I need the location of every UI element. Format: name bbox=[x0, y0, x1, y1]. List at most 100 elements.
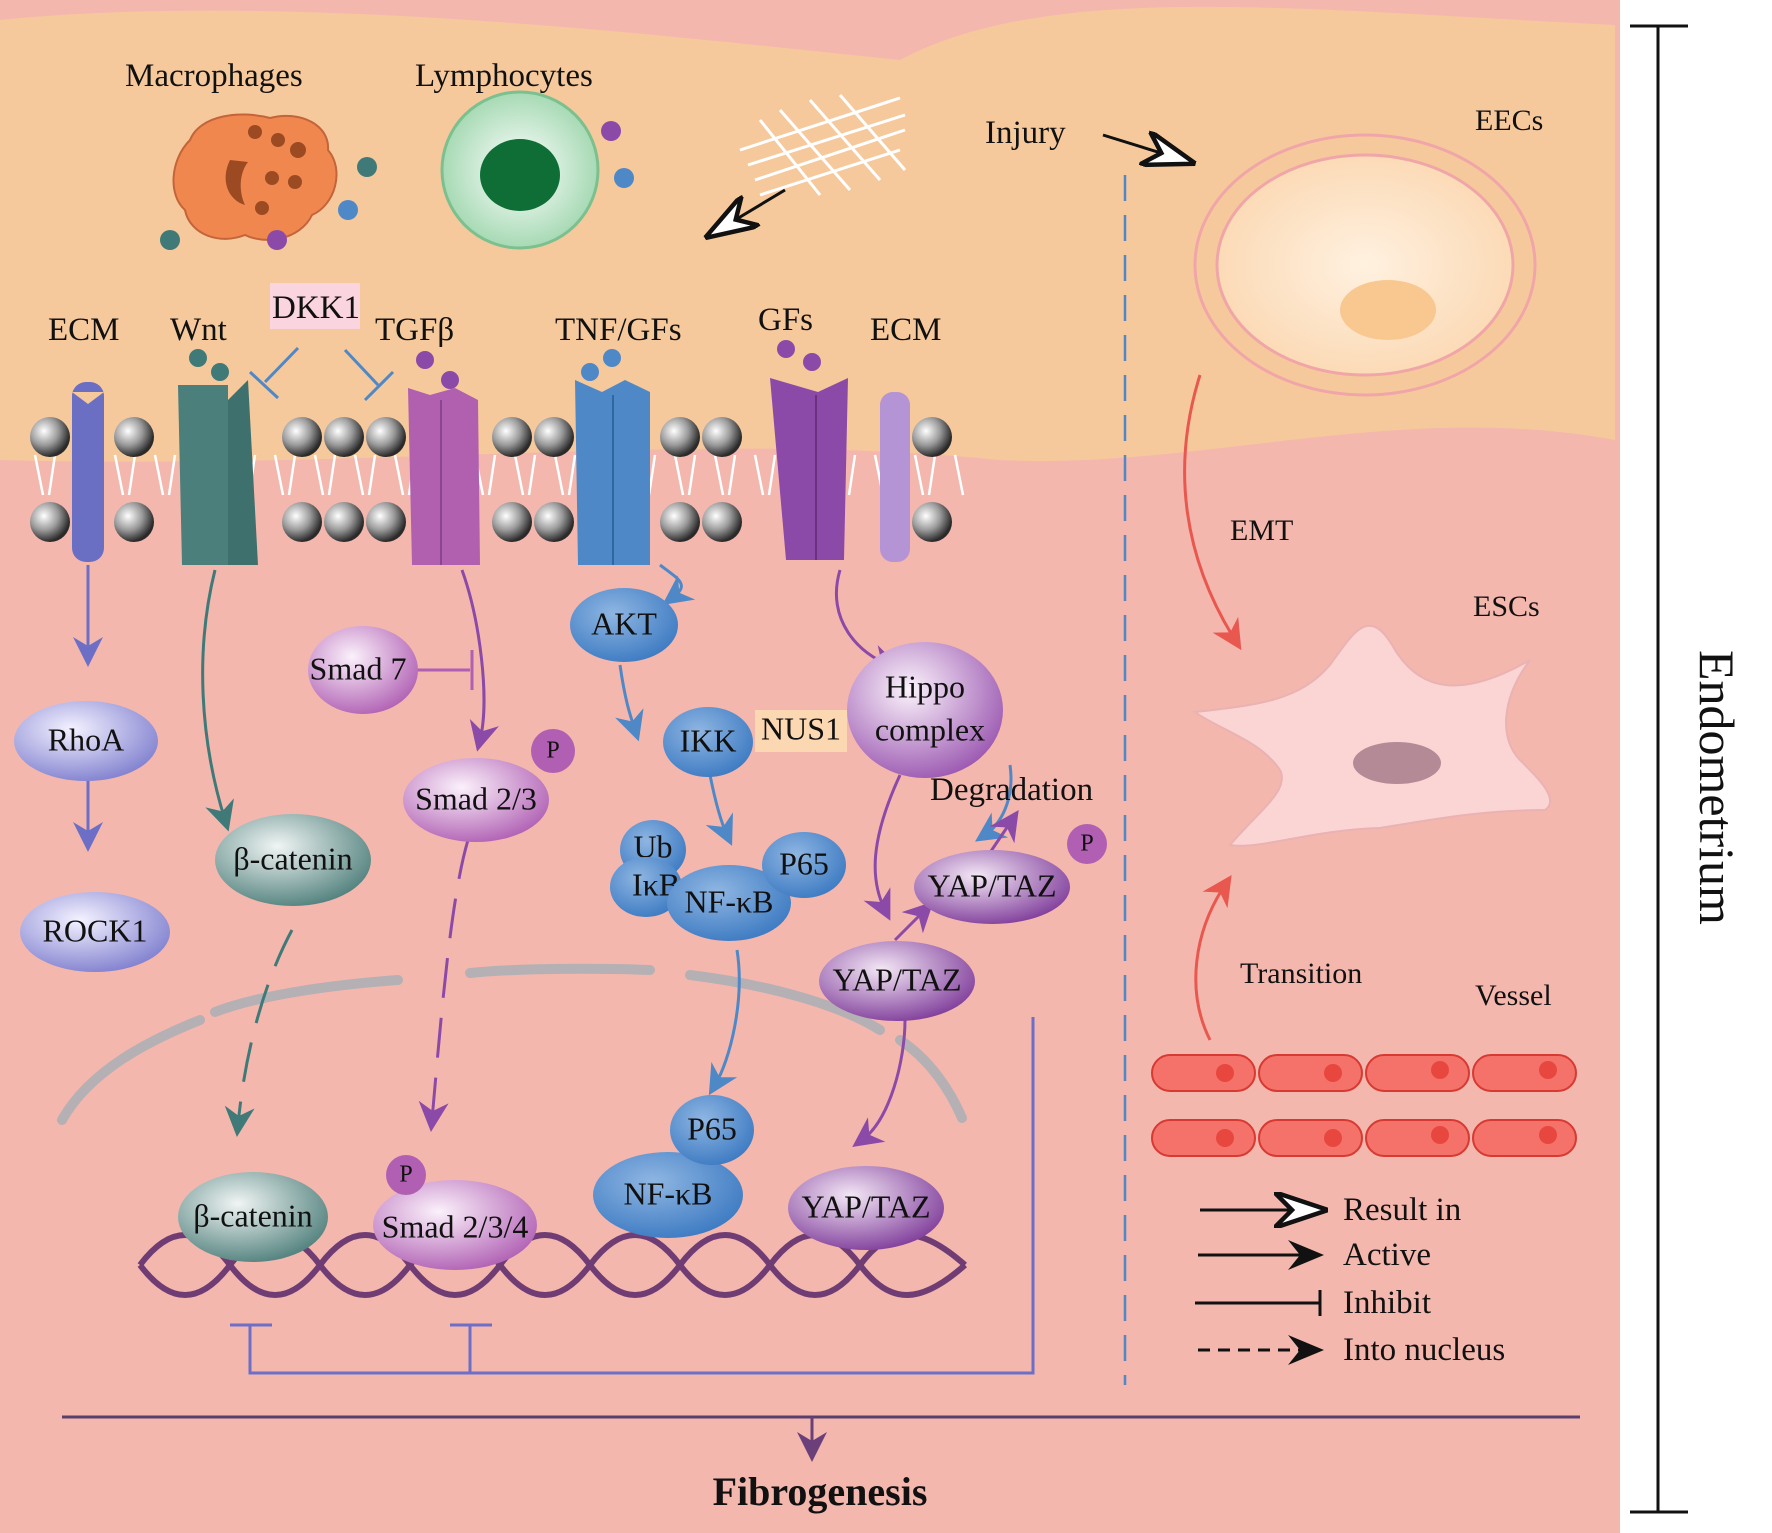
p-smad23-text: P bbox=[546, 738, 559, 764]
nus1-box bbox=[755, 710, 847, 752]
node-nfkb-nucleus: NF-κB bbox=[593, 1152, 743, 1238]
arrow-ikk-nfkb bbox=[705, 774, 733, 846]
membrane-bead bbox=[282, 417, 322, 457]
node-p65-nucleus: P65 bbox=[670, 1095, 754, 1165]
nuclear-envelope bbox=[57, 963, 967, 1125]
arrow-bcatenin-nucleus bbox=[224, 929, 294, 1137]
transition-label: Transition bbox=[1240, 957, 1362, 990]
membrane-bead bbox=[912, 417, 952, 457]
node-phospho-yap: P bbox=[1067, 824, 1107, 864]
membrane-bead bbox=[534, 417, 574, 457]
arrow-yap-nucleus bbox=[852, 1019, 907, 1147]
node-rock1: ROCK1 bbox=[20, 892, 170, 972]
legend: Result in Active Inhibit Into nucleus bbox=[1195, 1192, 1505, 1368]
endometrium-label: Endometrium bbox=[1689, 650, 1745, 925]
fibrogenesis-label: Fibrogenesis bbox=[713, 1469, 928, 1514]
transition-arrow bbox=[1194, 875, 1232, 1041]
membrane-bead bbox=[282, 502, 322, 542]
node-smad7: Smad 7 bbox=[308, 626, 418, 714]
complex-text: complex bbox=[875, 711, 985, 747]
membrane-bead bbox=[324, 417, 364, 457]
degradation-label: Degradation bbox=[930, 772, 1093, 808]
dkk1-label: DKK1 bbox=[272, 290, 360, 326]
node-ikb: IκB bbox=[610, 857, 682, 917]
node-phospho-smad234: P bbox=[386, 1155, 426, 1195]
legend-inhibit-label: Inhibit bbox=[1343, 1285, 1431, 1321]
membrane-bead bbox=[660, 417, 700, 457]
injury-arrow-right bbox=[1102, 135, 1190, 162]
feedback-line bbox=[248, 1017, 1035, 1375]
wnt-receptor bbox=[178, 380, 258, 565]
nfkb-cyto-text: NF-κB bbox=[684, 883, 773, 919]
membrane-bead bbox=[114, 502, 154, 542]
ecm-label-left: ECM bbox=[48, 312, 120, 348]
node-rhoa: RhoA bbox=[14, 701, 158, 781]
endometrium-bracket bbox=[1630, 24, 1688, 1514]
vessel-label: Vessel bbox=[1475, 979, 1552, 1012]
node-smad23: Smad 2/3 bbox=[403, 758, 549, 842]
dkk1-inhibition bbox=[248, 346, 395, 402]
node-nfkb-cyto: NF-κB bbox=[667, 865, 791, 941]
upper-tissue bbox=[0, 6, 1615, 462]
injury-label: Injury bbox=[985, 115, 1066, 151]
tgfb-label: TGFβ bbox=[375, 312, 454, 348]
membrane-upper-layer bbox=[30, 417, 952, 457]
p65-nucleus-text: P65 bbox=[687, 1110, 737, 1146]
rock1-text: ROCK1 bbox=[43, 912, 148, 948]
macrophages-label: Macrophages bbox=[125, 58, 303, 94]
arrow-nus1-nfkb bbox=[975, 764, 1013, 842]
arrow-smad23-nucleus bbox=[418, 839, 470, 1132]
node-yap-nucleus: YAP/TAZ bbox=[788, 1166, 944, 1250]
legend-active-label: Active bbox=[1343, 1237, 1431, 1273]
membrane-lower-layer bbox=[30, 502, 952, 542]
membrane-bead bbox=[702, 417, 742, 457]
membrane-bead bbox=[30, 502, 70, 542]
arrow-tnf-akt bbox=[659, 563, 696, 606]
legend-result-label: Result in bbox=[1343, 1192, 1461, 1228]
smad7-text: Smad 7 bbox=[310, 650, 407, 686]
yap-phospho-text: YAP/TAZ bbox=[928, 867, 1057, 903]
eec-cell bbox=[1193, 133, 1537, 397]
escs-label: ESCs bbox=[1473, 590, 1540, 623]
membrane-bead bbox=[534, 502, 574, 542]
bcatenin-nucleus-text: β-catenin bbox=[193, 1197, 312, 1233]
cytokine-dots bbox=[160, 121, 634, 250]
vessel-cells bbox=[1151, 1054, 1577, 1157]
membrane-bead bbox=[366, 502, 406, 542]
arrow-tgfb-smad23 bbox=[460, 569, 499, 752]
node-bcatenin-nucleus: β-catenin bbox=[178, 1172, 328, 1262]
dkk1-box bbox=[270, 283, 360, 329]
ecm-receptor-right bbox=[880, 392, 910, 562]
bcatenin-cyto-text: β-catenin bbox=[233, 840, 352, 876]
membrane-bead bbox=[324, 502, 364, 542]
esc-cell bbox=[1192, 624, 1552, 847]
eecs-label: EECs bbox=[1475, 104, 1543, 137]
membrane-bead bbox=[660, 502, 700, 542]
injury-mesh bbox=[739, 94, 907, 197]
emt-arrow bbox=[1183, 374, 1242, 651]
p-smad234-text: P bbox=[399, 1162, 412, 1188]
yap-nucleus-text: YAP/TAZ bbox=[802, 1188, 931, 1224]
smad234-text: Smad 2/3/4 bbox=[382, 1208, 529, 1244]
rhoa-text: RhoA bbox=[48, 721, 124, 757]
node-ub: Ub bbox=[620, 820, 686, 880]
gfs-receptor bbox=[770, 378, 848, 560]
yap-cyto-text: YAP/TAZ bbox=[833, 961, 962, 997]
akt-text: AKT bbox=[591, 605, 657, 641]
lymphocytes-label: Lymphocytes bbox=[415, 58, 593, 94]
wnt-label: Wnt bbox=[170, 312, 227, 348]
node-phospho-smad23: P bbox=[531, 729, 575, 773]
node-bcatenin-cyto: β-catenin bbox=[215, 814, 371, 906]
arrow-akt-ikk bbox=[615, 664, 644, 742]
membrane-bead bbox=[366, 417, 406, 457]
node-smad234: Smad 2/3/4 bbox=[373, 1180, 537, 1270]
node-yap-cyto: YAP/TAZ bbox=[819, 941, 975, 1021]
p65-cyto-text: P65 bbox=[779, 845, 829, 881]
membrane-bead bbox=[114, 417, 154, 457]
p-yap-text: P bbox=[1080, 831, 1093, 857]
node-ikk: IKK bbox=[663, 707, 753, 777]
arrow-yap-phospho bbox=[893, 901, 934, 942]
injury-arrow-left bbox=[710, 188, 786, 235]
